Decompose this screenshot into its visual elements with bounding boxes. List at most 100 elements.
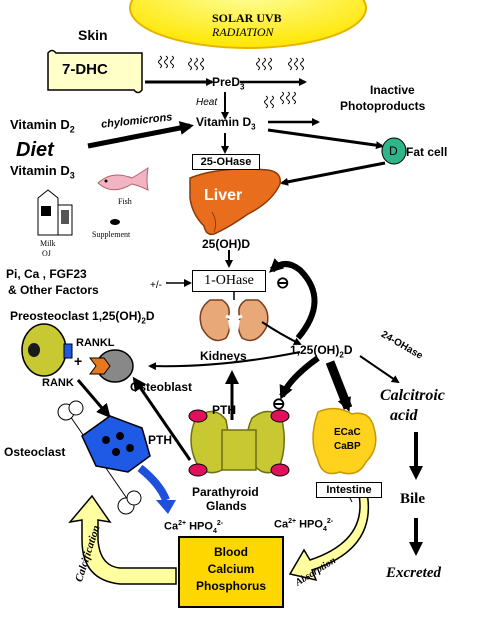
calcitriol-left-text: 1,25(OH) bbox=[92, 309, 142, 323]
osteoblast-cell-icon bbox=[89, 349, 134, 383]
minerals-right-hpo: HPO bbox=[299, 518, 323, 531]
vitamin-d2-label: Vitamin D2 bbox=[10, 118, 75, 135]
milk-label-line1: Milk bbox=[40, 239, 56, 248]
diet-label: Diet bbox=[16, 139, 54, 161]
minerals-right: Ca2+ HPO42- bbox=[274, 518, 333, 533]
arrow-calcitriol-to-osteoblast bbox=[148, 351, 301, 371]
arrow-kidney-to-calcitriol bbox=[261, 321, 302, 345]
minerals-right-ca-sup: 2+ bbox=[288, 518, 297, 525]
arrow-osteoclast-head bbox=[156, 500, 176, 514]
bile-label: Bile bbox=[400, 491, 425, 507]
skin-compound-7dhc: 7-DHC bbox=[62, 61, 108, 78]
skin-box-shape bbox=[47, 49, 143, 94]
arrow-preosteoclast-to-osteoclast bbox=[76, 379, 111, 419]
intestine-label: Intestine bbox=[316, 482, 382, 498]
kidneys-icon bbox=[199, 299, 269, 342]
skin-label: Skin bbox=[78, 27, 108, 43]
arrow-osteoclast-to-minerals bbox=[137, 464, 170, 502]
liver-shade bbox=[211, 211, 217, 233]
milk-carton-icon bbox=[37, 189, 73, 236]
minerals-left-ca: Ca bbox=[164, 520, 179, 533]
arrow-diet-to-vitd bbox=[87, 121, 194, 149]
factors-sign: +/- bbox=[150, 280, 162, 291]
supplement-pill-icon bbox=[110, 219, 120, 225]
blood-calcium-phosphorus-box: Blood Calcium Phosphorus bbox=[178, 536, 284, 608]
preosteoclast-label: Preosteoclast 1,25(OH)2D bbox=[10, 310, 155, 325]
sun-title-line1: SOLAR UVB bbox=[212, 11, 282, 25]
arrow-fatcell-to-liver bbox=[280, 161, 386, 186]
fish-eye bbox=[104, 179, 108, 183]
liver-label: Liver bbox=[204, 187, 243, 204]
rankl-label: RANKL bbox=[76, 337, 115, 349]
calcitroic-acid-line1: Calcitroic bbox=[380, 387, 445, 404]
vitamin-d3-diet-subscript: 3 bbox=[69, 170, 75, 181]
heat-label: Heat bbox=[196, 97, 218, 108]
preosteoclast-text: Preosteoclast bbox=[10, 309, 89, 323]
inactive-label-line2: Photoproducts bbox=[340, 99, 426, 113]
minerals-left-ca-sup: 2+ bbox=[178, 520, 187, 527]
liver-icon bbox=[189, 168, 281, 236]
calcitriol-tail: D bbox=[343, 343, 353, 357]
sun-title-line2: RADIATION bbox=[212, 25, 274, 39]
calcitriol-name: 1,25(OH) bbox=[290, 343, 340, 357]
arrow-calcitriol-to-bone bbox=[279, 355, 320, 400]
intestine-protein-ecac: ECaC bbox=[334, 427, 361, 438]
osteoclast-label: Osteoclast bbox=[4, 445, 66, 459]
factors-line1: Pi, Ca , FGF23 bbox=[6, 267, 87, 281]
arrow-calcitriol-inhibits-1ohase bbox=[269, 258, 318, 340]
milk-label-line2: OJ bbox=[42, 249, 51, 258]
blood-line2: Calcium bbox=[207, 562, 255, 576]
minerals-left-hpo-sup: 2- bbox=[216, 520, 224, 527]
minerals-right-hpo-sup: 2- bbox=[326, 518, 334, 525]
calcitriol-subscript: 2 bbox=[339, 350, 344, 360]
calcitroic-acid-line2: acid bbox=[390, 407, 418, 424]
minerals-left-hpo-sub: 4 bbox=[212, 527, 217, 535]
vitamin-d3-diet-name: Vitamin D bbox=[10, 163, 70, 178]
kidney-enzyme-1-ohase: 1-OHase bbox=[192, 270, 266, 292]
inhibit-symbol-pth: ⊖ bbox=[272, 396, 286, 413]
vitamin-d2-subscript: 2 bbox=[69, 124, 75, 135]
calcitriol-label: 1,25(OH)2D bbox=[290, 344, 352, 359]
pth-label-up: PTH bbox=[212, 403, 236, 417]
parathyroid-label-line1: Parathyroid bbox=[192, 485, 259, 499]
kidneys-label: Kidneys bbox=[200, 349, 247, 363]
rank-label: RANK bbox=[42, 377, 74, 389]
parathyroid-glands-icon bbox=[188, 409, 290, 477]
minerals-left-hpo: HPO bbox=[189, 520, 213, 533]
osteoclast-cell-icon bbox=[81, 415, 151, 473]
uv-ray-icons bbox=[158, 55, 304, 109]
vitamin-d2-name: Vitamin D bbox=[10, 117, 70, 132]
inactive-label-line1: Inactive bbox=[370, 83, 415, 97]
arrow-calcitriol-to-intestine bbox=[325, 360, 353, 412]
arrow-calcitriol-to-calcitroic bbox=[359, 355, 400, 384]
minerals-right-hpo-sub: 4 bbox=[322, 525, 327, 533]
inhibit-symbol-1ohase: ⊖ bbox=[276, 275, 290, 292]
pth-label-left: PTH bbox=[148, 433, 172, 447]
minerals-right-ca: Ca bbox=[274, 518, 289, 531]
vitamin-d3-label: Vitamin D3 bbox=[196, 116, 256, 131]
blood-line1: Blood bbox=[214, 545, 248, 559]
calcitriol-left-subscript: 2 bbox=[141, 316, 146, 326]
preosteoclast-cell-icon bbox=[21, 323, 73, 377]
fat-cell-letter: D bbox=[389, 144, 398, 158]
parathyroid-label-line2: Glands bbox=[206, 499, 247, 513]
blood-line3: Phosphorus bbox=[195, 579, 266, 593]
previtamin-subscript: 3 bbox=[240, 82, 245, 92]
supplement-label: Supplement bbox=[92, 230, 131, 239]
fat-cell-label: Fat cell bbox=[406, 145, 448, 159]
plus-sign: + bbox=[74, 353, 83, 369]
intestine-protein-cabp: CaBP bbox=[334, 441, 361, 452]
vitamin-d-name: Vitamin D bbox=[196, 115, 252, 129]
previtamin-d3-label: PreD3 bbox=[212, 76, 244, 91]
vitamin-d3-diet-label: Vitamin D3 bbox=[10, 164, 75, 181]
sun-shape bbox=[129, 0, 367, 49]
osteoblast-label: Osteoblast bbox=[130, 380, 193, 394]
fat-cell-icon bbox=[381, 137, 407, 165]
factors-line2: & Other Factors bbox=[8, 283, 99, 297]
fish-label: Fish bbox=[118, 197, 132, 206]
arrow-vitd-to-fatcell bbox=[267, 128, 384, 150]
arrow-pth-to-osteoblast bbox=[132, 376, 192, 461]
liver-product-25ohd: 25(OH)D bbox=[202, 237, 251, 251]
